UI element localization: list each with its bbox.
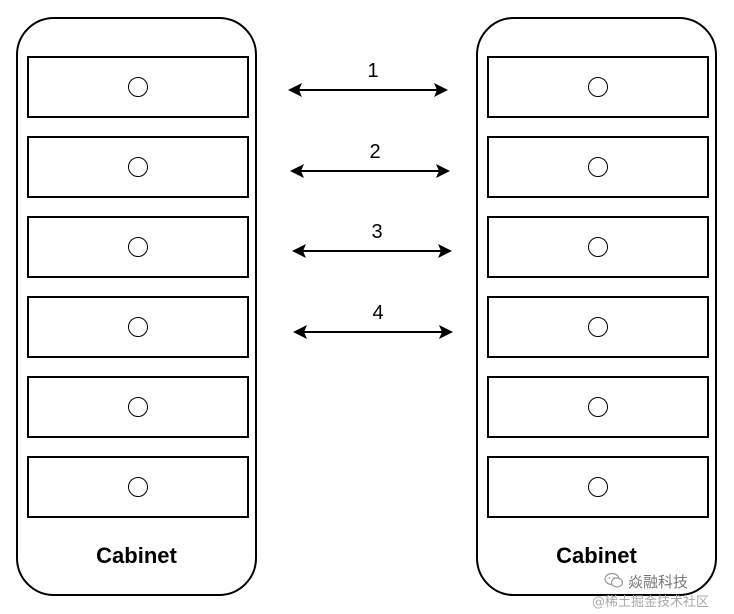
circle-icon [128, 477, 148, 497]
circle-icon [128, 317, 148, 337]
cabinet-slot [27, 56, 249, 118]
cabinet-slot [487, 56, 709, 118]
cabinet-slot [27, 456, 249, 518]
cabinet-slot [27, 216, 249, 278]
circle-icon [588, 477, 608, 497]
circle-icon [128, 397, 148, 417]
double-arrow-icon [290, 164, 450, 178]
link-label: 3 [371, 221, 383, 243]
watermark-source: @稀土掘金技术社区 [592, 595, 710, 610]
watermark: 焱融科技 @稀土掘金技术社区 [590, 569, 730, 613]
cabinet-slot [487, 456, 709, 518]
wechat-icon [604, 572, 624, 588]
circle-icon [588, 157, 608, 177]
circle-icon [588, 77, 608, 97]
link-4: 4 [293, 302, 463, 344]
circle-icon [588, 237, 608, 257]
circle-icon [588, 317, 608, 337]
cabinet-label: Cabinet [556, 543, 637, 568]
circle-icon [128, 157, 148, 177]
cabinet-slot [487, 376, 709, 438]
link-2: 2 [290, 141, 460, 183]
link-label: 2 [369, 141, 381, 163]
watermark-brand: 焱融科技 [628, 573, 689, 591]
link-3: 3 [292, 221, 462, 263]
link-1: 1 [288, 60, 458, 102]
double-arrow-icon [292, 244, 452, 258]
cabinet-slot [487, 296, 709, 358]
cabinet-slot [27, 296, 249, 358]
cabinet-label: Cabinet [96, 543, 177, 568]
link-label: 1 [367, 60, 379, 82]
circle-icon [588, 397, 608, 417]
cabinet-slot [27, 376, 249, 438]
link-label: 4 [372, 302, 384, 324]
cabinet-right: Cabinet [476, 17, 717, 596]
cabinet-left: Cabinet [16, 17, 257, 596]
cabinet-slot [487, 136, 709, 198]
cabinet-slot [487, 216, 709, 278]
circle-icon [128, 237, 148, 257]
cabinet-slot [27, 136, 249, 198]
circle-icon [128, 77, 148, 97]
double-arrow-icon [293, 325, 453, 339]
double-arrow-icon [288, 83, 448, 97]
